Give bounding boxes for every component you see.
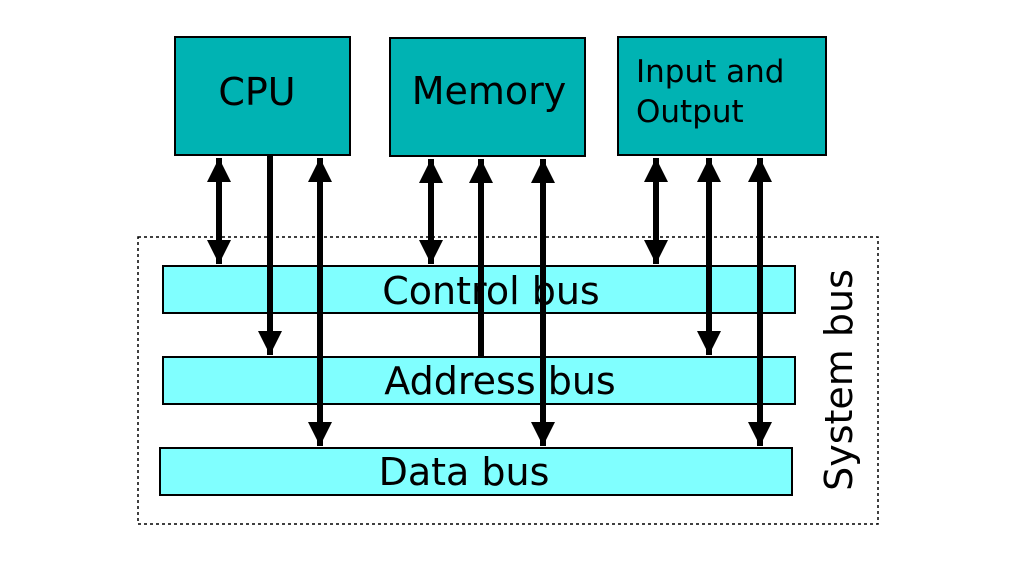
memory-box (389, 37, 586, 157)
io-label-line-1: Input and (636, 54, 784, 90)
cpu-block: CPU (174, 36, 351, 156)
cpu-label: CPU (218, 70, 295, 114)
system-bus-label: System bus (817, 269, 861, 491)
control-bus-label: Control bus (382, 269, 599, 313)
address-bus: Address bus (162, 356, 796, 405)
system-bus-boundary (137, 236, 879, 525)
data-bus-label: Data bus (379, 450, 550, 494)
io-block: Input and Output (617, 36, 827, 156)
memory-label: Memory (412, 69, 567, 113)
io-label-line-2: Output (636, 94, 744, 130)
io-box (617, 36, 827, 156)
data-bus-bar (159, 447, 793, 496)
data-bus: Data bus (159, 447, 793, 496)
address-bus-label: Address bus (384, 359, 615, 403)
cpu-box (174, 36, 351, 156)
memory-block: Memory (389, 37, 586, 157)
address-bus-bar (162, 356, 796, 405)
